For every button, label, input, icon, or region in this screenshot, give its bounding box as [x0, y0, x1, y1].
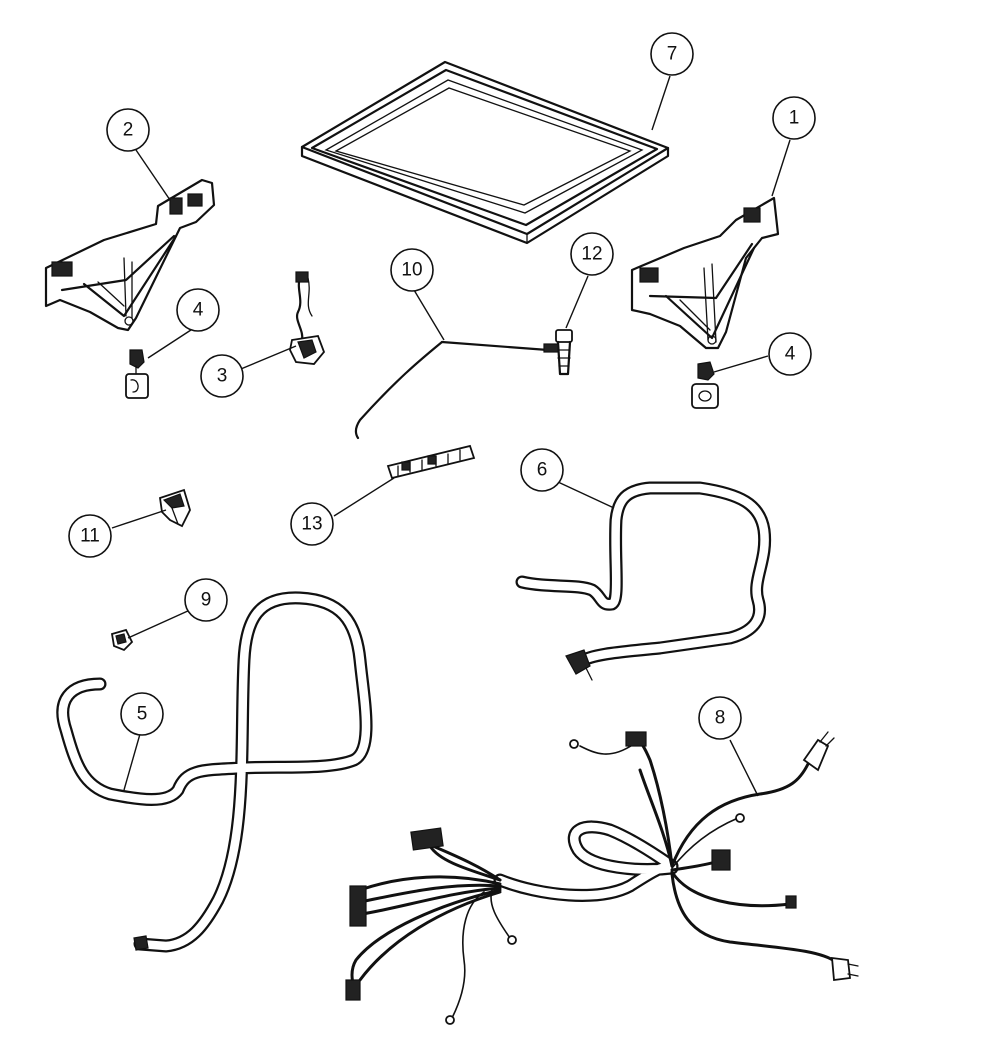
part-clip-left	[125, 349, 149, 399]
callout-9: 9	[184, 578, 228, 622]
part-clip-right	[691, 361, 719, 409]
callout-11: 11	[68, 514, 112, 558]
part-small-bracket	[159, 488, 191, 528]
callout-10: 10	[390, 248, 434, 292]
callout-4-left-label: 4	[193, 300, 204, 321]
callout-5: 5	[120, 692, 164, 736]
callout-7: 7	[650, 32, 694, 76]
callout-4-left: 4	[176, 288, 220, 332]
callout-2: 2	[106, 108, 150, 152]
part-connector-strip	[386, 444, 476, 480]
callout-9-label: 9	[201, 590, 212, 611]
callout-8: 8	[698, 696, 742, 740]
callout-10-label: 10	[401, 260, 422, 281]
part-rod	[354, 340, 550, 440]
callout-13: 13	[290, 502, 334, 546]
callout-2-label: 2	[123, 120, 134, 141]
callout-4-right-label: 4	[785, 344, 796, 365]
part-left-bracket	[44, 178, 216, 332]
callout-12-label: 12	[581, 244, 602, 265]
leader-lines	[111, 75, 791, 797]
part-right-bracket	[630, 196, 780, 350]
part-wire-harness	[345, 731, 859, 1025]
callout-4-right: 4	[768, 332, 812, 376]
part-screw	[543, 329, 573, 376]
part-hose-lower	[56, 591, 373, 953]
callout-1-label: 1	[789, 108, 800, 129]
callout-5-label: 5	[137, 704, 148, 725]
part-top-frame	[300, 60, 670, 245]
callout-1: 1	[772, 96, 816, 140]
callout-7-label: 7	[667, 44, 678, 65]
callout-13-label: 13	[301, 514, 322, 535]
callout-8-label: 8	[715, 708, 726, 729]
part-switch	[289, 271, 326, 365]
callout-12: 12	[570, 232, 614, 276]
part-small-clip	[110, 628, 134, 652]
callout-6-label: 6	[537, 460, 548, 481]
callout-3-label: 3	[217, 366, 228, 387]
callout-11-label: 11	[80, 526, 100, 547]
part-hose-upper	[515, 481, 772, 681]
callout-6: 6	[520, 448, 564, 492]
callout-3: 3	[200, 354, 244, 398]
